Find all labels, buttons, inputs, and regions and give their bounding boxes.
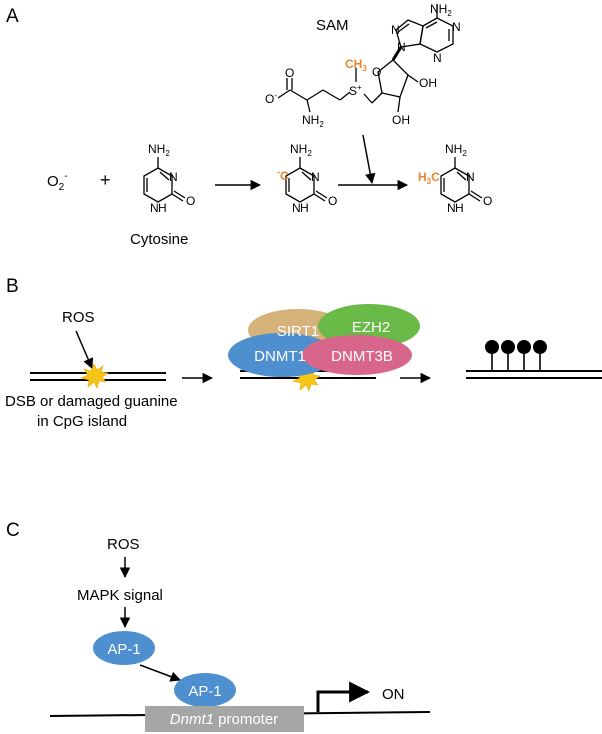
plus-sign: + [100, 170, 111, 190]
sam-sulfur-atom: S+ [349, 83, 362, 98]
sam-ominus-atom: O- [265, 91, 277, 106]
sam-amine-top-atom: NH2 [430, 2, 452, 18]
cytosine-amine-atom: NH2 [148, 142, 170, 158]
carbanion-o-atom: O [328, 194, 337, 208]
sam-n3-atom: N [433, 51, 442, 65]
dnmt1-label: DNMT1 [254, 348, 306, 365]
sam-n7-atom: N [391, 23, 400, 37]
ap1-bound-label: AP-1 [188, 683, 221, 700]
damage-burst-icon [80, 363, 109, 389]
mapk-label: MAPK signal [77, 587, 163, 604]
dnmt1-promoter-box [145, 706, 304, 732]
methyl-lollipops [491, 349, 541, 371]
dnmt3b-label: DNMT3B [331, 348, 393, 365]
panel-c-letter: C [6, 520, 20, 541]
sam-oh-atom-2: OH [392, 113, 410, 127]
methylcytosine-methyl-group: H3C [418, 170, 440, 186]
damage-label-line2: in CpG island [37, 413, 127, 430]
sam-molecule [277, 4, 454, 113]
methyl-lollipop-icon-3 [517, 340, 531, 354]
panel-a-letter: A [6, 6, 19, 27]
ap1-bound-protein [174, 673, 236, 707]
carbanion-h-atom: H [300, 201, 309, 215]
ros-label-c: ROS [107, 536, 140, 553]
sam-n9-atom: N [397, 40, 406, 54]
ap1-binding-arrow [139, 664, 181, 682]
methylcytosine-o-atom: O [483, 194, 492, 208]
ap1-protein [93, 631, 155, 665]
cytosine-molecule [143, 157, 186, 203]
cytosine-carbanion-molecule [285, 157, 328, 203]
promoter-label: Dnmt1 promoter [170, 711, 278, 728]
sam-methyl-group: CH3 [345, 57, 367, 73]
sam-carbonyl-o-atom: O [285, 66, 294, 80]
methylcytosine-molecule [440, 157, 483, 203]
carbanion-n3-atom: N [311, 170, 320, 184]
methyl-lollipop-icon-2 [501, 340, 515, 354]
damage-label-line1: DSB or damaged guanine [5, 393, 178, 410]
panel-b-letter: B [6, 276, 19, 297]
sam-methyl-transfer-arrow [362, 134, 376, 185]
sirt1-label: SIRT1 [277, 323, 319, 340]
methylcytosine-n1-atom: N [447, 201, 456, 215]
carbanion-amine-atom: NH2 [290, 142, 312, 158]
transcription-start-arrow [316, 681, 371, 712]
methyl-lollipop-icon-4 [533, 340, 547, 354]
methylcytosine-amine-atom: NH2 [445, 142, 467, 158]
methylcytosine-h-atom: H [455, 201, 464, 215]
ezh2-label: EZH2 [352, 319, 390, 336]
dnmt1-protein [228, 333, 336, 377]
methyl-lollipop-icon-1 [485, 340, 499, 354]
on-label: ON [382, 686, 405, 703]
cytosine-n3-atom: N [169, 170, 178, 184]
sam-label: SAM [316, 17, 349, 34]
dnmt3b-protein [302, 335, 412, 375]
sam-amine-atom: NH2 [302, 113, 324, 129]
sam-ring-o-atom: O [372, 65, 381, 79]
cytosine-h-atom: H [158, 201, 167, 215]
cytosine-label: Cytosine [130, 231, 188, 248]
ap1-label: AP-1 [107, 641, 140, 658]
ros-arrow-b [75, 330, 94, 369]
carbanion-n1-atom: N [292, 201, 301, 215]
sam-oh-atom-1: OH [419, 76, 437, 90]
methylcytosine-n3-atom: N [466, 170, 475, 184]
superoxide-label: O2- [47, 171, 68, 193]
sam-n1-atom: N [452, 20, 461, 34]
ros-label-b: ROS [62, 309, 95, 326]
carbanion-carbon-atom: -C [277, 167, 289, 183]
cytosine-o-atom: O [186, 194, 195, 208]
cytosine-n1-atom: N [150, 201, 159, 215]
